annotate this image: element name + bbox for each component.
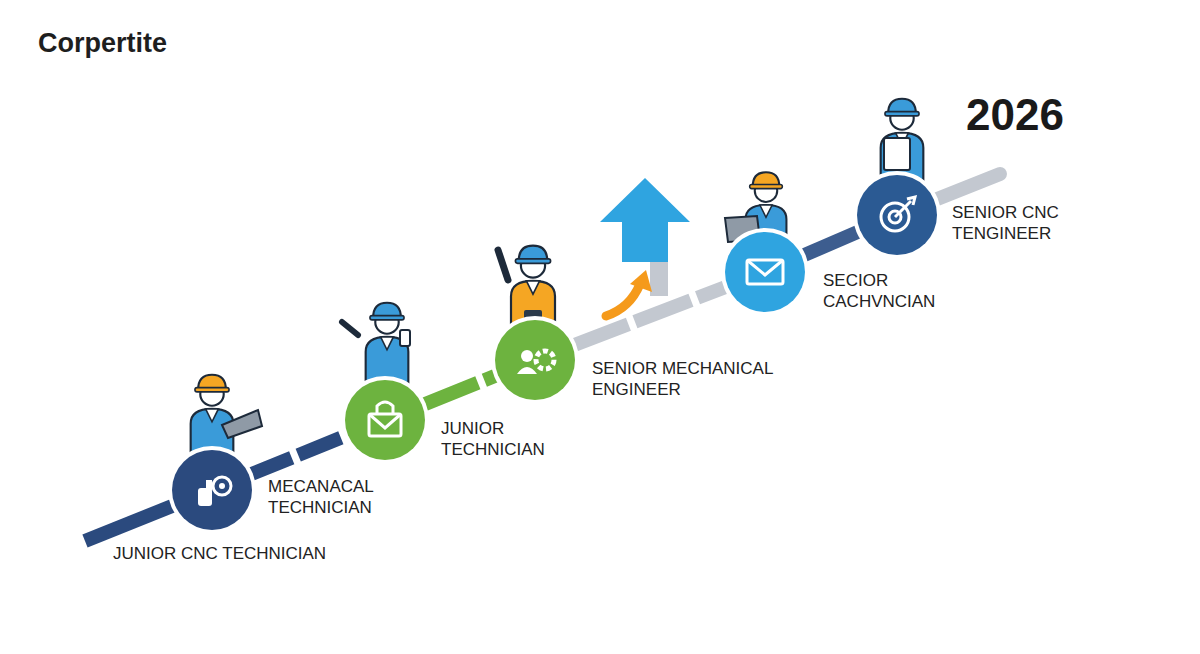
step-icon bbox=[495, 320, 575, 400]
orange-arrowhead bbox=[630, 270, 652, 292]
step-label: SECIOR CACHVNCIAN bbox=[823, 270, 953, 312]
step-icon bbox=[172, 450, 252, 530]
path-line bbox=[572, 286, 727, 345]
diagram-title: Corpertite bbox=[38, 28, 167, 59]
path-segment bbox=[422, 375, 498, 405]
worker-5 bbox=[881, 99, 924, 182]
orange-arrow bbox=[606, 284, 640, 316]
worker-3 bbox=[498, 246, 555, 332]
up-arrow bbox=[600, 178, 690, 262]
step-label: SENIOR MECHANICAL ENGINEER bbox=[592, 358, 782, 400]
step-circle: SECIOR CACHVNCIAN bbox=[725, 232, 805, 312]
path-segment bbox=[572, 286, 727, 345]
step-icon bbox=[725, 232, 805, 312]
step-icon bbox=[345, 380, 425, 460]
worker-1 bbox=[191, 375, 262, 458]
step-circle: SENIOR CNC TENGINEER bbox=[857, 175, 937, 255]
step-label: SENIOR CNC TENGINEER bbox=[952, 202, 1092, 244]
step-icon bbox=[857, 175, 937, 255]
step-label: JUNIOR CNC TECHNICIAN bbox=[113, 543, 353, 564]
step-circle: JUNIOR TECHNICIAN bbox=[345, 380, 425, 460]
worker-2 bbox=[342, 303, 410, 386]
path-segment bbox=[249, 435, 348, 475]
path-line bbox=[802, 231, 861, 256]
path-line bbox=[249, 435, 348, 475]
step-label: JUNIOR TECHNICIAN bbox=[441, 418, 556, 460]
step-circle: SENIOR MECHANICAL ENGINEER bbox=[495, 320, 575, 400]
step-label: MECANACAL TECHNICIAN bbox=[268, 476, 388, 518]
step-circle: MECANACAL TECHNICIANJUNIOR CNC TECHNICIA… bbox=[172, 450, 252, 530]
arrow-stem bbox=[650, 262, 668, 296]
year-label: 2026 bbox=[966, 90, 1064, 140]
path-line bbox=[422, 375, 498, 405]
path-segment bbox=[802, 231, 861, 256]
